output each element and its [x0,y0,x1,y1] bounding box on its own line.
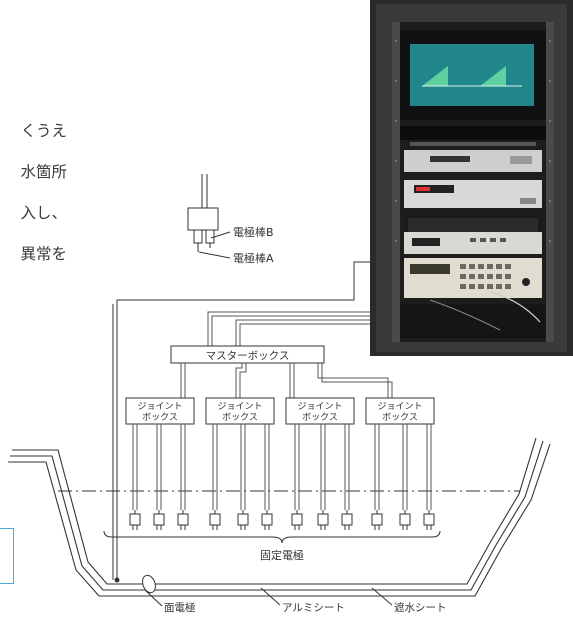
fixed-electrode-8 [317,509,329,531]
joint-box-4-label-line1: ジョイント [377,402,422,412]
joint-box-4 [365,397,435,425]
rack-unit-4 [404,232,542,254]
fixed-electrode-9 [341,509,353,531]
body-text-line-1: くうえ [20,122,67,140]
fixed-electrode-5 [237,509,249,531]
joint-box-2-label-line1: ジョイント [217,402,262,412]
electrode-b-label: 電極棒B [233,225,274,239]
fixed-electrodes [129,509,435,531]
fixed-electrode-7 [291,509,303,531]
master-to-joint-cables [180,363,393,398]
waterproof-sheet-label: 遮水シート [394,601,447,614]
joint-box-4-label-line2: ボックス [382,412,418,423]
fixed-electrode-2 [153,509,165,531]
cut-off-caption-box [0,528,14,584]
fixed-electrode-3 [177,509,189,531]
rack-to-master-cables [207,311,374,346]
equipment-rack-photo [370,0,573,356]
joint-box-3-label-line2: ボックス [302,412,338,423]
body-text-line-2: 水箇所 [20,163,67,181]
joint-box-3 [285,397,355,425]
keyboard-drawer [400,126,546,140]
cable-end-dot [114,577,120,583]
joint-box-2-label-line2: ボックス [222,412,258,423]
leader-lines [144,587,393,607]
joint-box-2 [205,397,275,425]
rack-unit-2 [404,180,542,208]
joint-box-3-label-line1: ジョイント [297,402,342,412]
electrode-cables [132,424,432,510]
joint-boxes [125,397,435,425]
fixed-electrode-brace [103,530,441,544]
body-text-line-4: 異常を [20,245,67,263]
rack-rail-holes [395,40,551,242]
fixed-electrode-label: 固定電極 [260,548,304,562]
joint-box-1 [125,397,195,425]
joint-box-1-label-line1: ジョイント [137,402,182,412]
basin-outline [8,437,551,597]
fixed-electrode-6 [261,509,273,531]
master-box-label: マスターボックス [206,350,290,362]
aluminum-sheet-label: アルミシート [282,602,345,614]
fixed-electrode-12 [423,509,435,531]
surface-electrode-ring [142,574,156,594]
electrode-a-label: 電極棒A [233,251,274,265]
fixed-electrode-11 [399,509,411,531]
electrode-probe-illustration [187,174,231,259]
monitor-waveform [422,66,506,86]
fixed-electrode-1 [129,509,141,531]
joint-box-1-label-line2: ボックス [142,412,178,423]
fixed-electrode-4 [209,509,221,531]
main-cable [116,261,374,580]
master-box [170,345,325,364]
body-text-line-3: 入し、 [20,204,67,222]
rack-unit-1 [404,150,542,172]
fixed-electrode-10 [371,509,383,531]
surface-electrode-label: 面電極 [164,601,196,614]
joint-box-labels: ジョイント ボックス ジョイント ボックス ジョイント ボックス ジョイント ボ… [137,402,422,423]
